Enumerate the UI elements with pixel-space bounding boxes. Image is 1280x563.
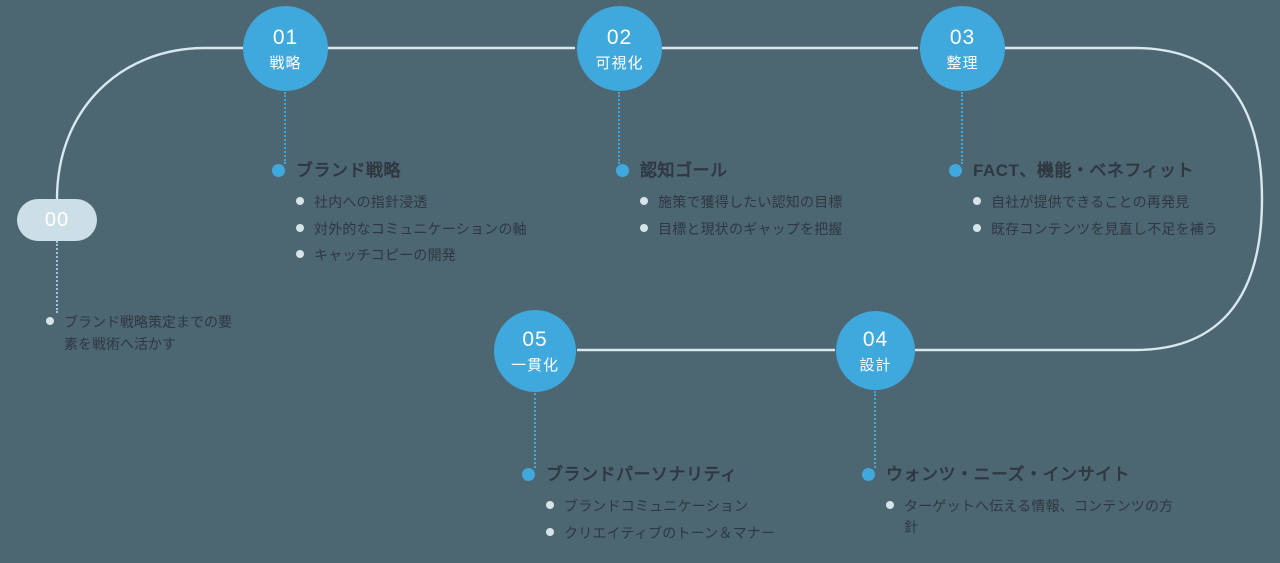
step-item-list: 社内への指針浸透 対外的なコミュニケーションの軸 キャッチコピーの開発 — [272, 192, 527, 265]
list-item-text: ブランドコミュニケーション — [564, 498, 749, 515]
bullet-icon — [886, 501, 894, 510]
step-item-list: 施策で獲得したい認知の目標 目標と現状のギャップを把握 — [616, 192, 843, 239]
heading-bullet-icon — [949, 164, 962, 177]
bullet-icon — [296, 197, 304, 206]
list-item-text: 対外的なコミュニケーションの軸 — [314, 220, 527, 237]
step-title: 可視化 — [595, 54, 644, 72]
list-item-text: ターゲットへ伝える情報、コンテンツの方針 — [904, 498, 1174, 535]
list-item-text: 社内への指針浸透 — [314, 194, 428, 211]
start-node-00[interactable]: 00 — [17, 199, 97, 241]
start-node-label: 00 — [44, 208, 70, 231]
step-item-list: ブランドコミュニケーション クリエイティブのトーン＆マナー — [522, 496, 775, 543]
step-node-02[interactable]: 02 可視化 — [577, 6, 662, 91]
list-item-text: クリエイティブのトーン＆マナー — [564, 524, 776, 541]
bullet-icon — [973, 223, 981, 232]
list-item: 対外的なコミュニケーションの軸 — [296, 219, 527, 239]
step-number: 04 — [862, 327, 889, 351]
step-heading-row: ウォンツ・ニーズ・インサイト — [862, 464, 1182, 485]
step-block-02: 認知ゴール 施策で獲得したい認知の目標 目標と現状のギャップを把握 — [616, 160, 843, 245]
list-item: クリエイティブのトーン＆マナー — [546, 523, 775, 543]
step-heading-row: FACT、機能・ベネフィット — [949, 160, 1218, 181]
start-note-text: ブランド戦略策定までの要素を戦術へ活かす — [64, 314, 232, 353]
connector-01 — [284, 92, 286, 164]
step-title: 整理 — [946, 54, 979, 72]
step-node-04[interactable]: 04 設計 — [836, 311, 915, 390]
track-left-curve — [55, 46, 245, 200]
bullet-icon — [546, 527, 554, 536]
step-node-05[interactable]: 05 一貫化 — [494, 310, 576, 392]
step-title: 設計 — [859, 356, 892, 374]
step-heading: 認知ゴール — [640, 161, 728, 180]
connector-02 — [618, 92, 620, 164]
step-title: 戦略 — [269, 54, 302, 72]
step-number: 02 — [606, 25, 633, 49]
connector-05 — [534, 393, 536, 468]
bullet-icon — [640, 197, 648, 206]
step-heading-row: ブランドパーソナリティ — [522, 464, 775, 485]
step-node-03[interactable]: 03 整理 — [920, 6, 1005, 91]
list-item: ターゲットへ伝える情報、コンテンツの方針 — [886, 496, 1182, 537]
list-item-text: キャッチコピーの開発 — [314, 246, 456, 263]
list-item-text: 既存コンテンツを見直し不足を補う — [991, 220, 1219, 237]
step-block-01: ブランド戦略 社内への指針浸透 対外的なコミュニケーションの軸 キャッチコピーの… — [272, 160, 527, 271]
step-block-03: FACT、機能・ベネフィット 自社が提供できることの再発見 既存コンテンツを見直… — [949, 160, 1218, 245]
heading-bullet-icon — [616, 164, 629, 177]
connector-04 — [874, 391, 876, 468]
step-heading: FACT、機能・ベネフィット — [973, 161, 1195, 180]
start-note: ブランド戦略策定までの要素を戦術へ活かす — [46, 311, 240, 356]
step-heading-row: ブランド戦略 — [272, 160, 527, 181]
step-heading: ブランド戦略 — [296, 161, 401, 180]
step-item-list: 自社が提供できることの再発見 既存コンテンツを見直し不足を補う — [949, 192, 1218, 239]
step-number: 01 — [272, 25, 299, 49]
step-number: 05 — [522, 328, 548, 351]
list-item: 目標と現状のギャップを把握 — [640, 219, 843, 239]
list-item: キャッチコピーの開発 — [296, 245, 527, 265]
bullet-icon — [640, 223, 648, 232]
step-heading: ブランドパーソナリティ — [546, 465, 738, 484]
heading-bullet-icon — [272, 164, 285, 177]
list-item: ブランドコミュニケーション — [546, 496, 775, 516]
list-item: 施策で獲得したい認知の目標 — [640, 192, 843, 212]
step-block-04: ウォンツ・ニーズ・インサイト ターゲットへ伝える情報、コンテンツの方針 — [862, 464, 1182, 543]
step-heading-row: 認知ゴール — [616, 160, 843, 181]
step-heading: ウォンツ・ニーズ・インサイト — [886, 465, 1131, 484]
heading-bullet-icon — [522, 468, 535, 481]
bullet-icon — [973, 197, 981, 206]
step-item-list: ターゲットへ伝える情報、コンテンツの方針 — [862, 496, 1182, 537]
step-block-05: ブランドパーソナリティ ブランドコミュニケーション クリエイティブのトーン＆マナ… — [522, 464, 775, 549]
list-item: 既存コンテンツを見直し不足を補う — [973, 219, 1218, 239]
list-item-text: 目標と現状のギャップを把握 — [658, 220, 843, 237]
list-item-text: 自社が提供できることの再発見 — [991, 194, 1190, 211]
list-item-text: 施策で獲得したい認知の目標 — [658, 194, 843, 211]
list-item: 自社が提供できることの再発見 — [973, 192, 1218, 212]
connector-00 — [56, 241, 58, 313]
heading-bullet-icon — [862, 468, 875, 481]
connector-03 — [961, 92, 963, 164]
bullet-icon — [546, 501, 554, 510]
step-node-01[interactable]: 01 戦略 — [243, 6, 328, 91]
bullet-icon — [46, 317, 54, 325]
list-item: 社内への指針浸透 — [296, 192, 527, 212]
step-title: 一貫化 — [510, 357, 559, 374]
step-number: 03 — [949, 25, 976, 49]
bullet-icon — [296, 223, 304, 232]
bullet-icon — [296, 249, 304, 258]
